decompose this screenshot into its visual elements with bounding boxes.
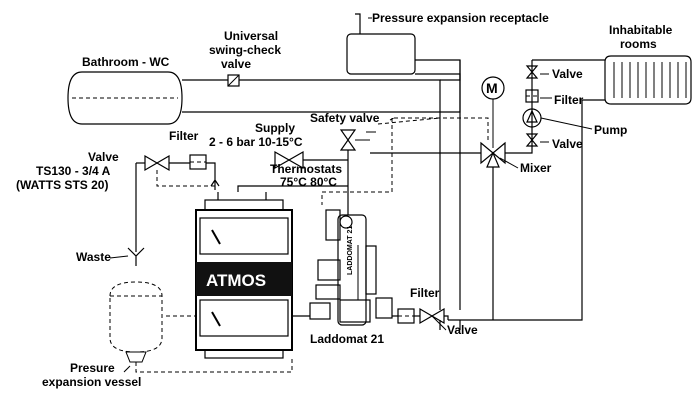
mixer-motor: M xyxy=(481,76,505,148)
supply-label-2: 2 - 6 bar 10-15°C xyxy=(209,135,303,149)
laddomat-21 xyxy=(309,209,393,326)
pump-label: Pump xyxy=(594,123,627,137)
filter-left-label: Filter xyxy=(169,129,199,143)
motor-symbol: M xyxy=(486,80,498,96)
filter-right xyxy=(525,89,539,103)
bathroom-wc-tank xyxy=(67,71,183,125)
laddomat-label: Laddomat 21 xyxy=(310,332,384,346)
valve-top-label: Valve xyxy=(552,67,583,81)
valve-left-label-1: Valve xyxy=(88,150,119,164)
universal-valve-label-3: valve xyxy=(221,57,251,71)
valve-right xyxy=(525,133,539,147)
valve-top-right xyxy=(525,65,539,79)
bathroom-label: Bathroom - WC xyxy=(82,55,170,69)
filter-bottom xyxy=(397,308,415,324)
thermostats-label-1: Thermostats xyxy=(270,162,342,176)
pressure-receptacle-label: Pressure expansion receptacle xyxy=(372,11,549,25)
expansion-vessel-label-2: expansion vessel xyxy=(42,375,141,389)
laddomat-body-text: LADDOMAT 21 xyxy=(347,226,354,275)
pressure-expansion-receptacle xyxy=(346,13,416,75)
swing-check-valve xyxy=(227,74,240,87)
universal-valve-label-1: Universal xyxy=(224,29,278,43)
mixer-label: Mixer xyxy=(520,161,552,175)
safety-valve xyxy=(339,129,376,151)
valve-left-label-2: TS130 - 3/4 A xyxy=(36,164,111,178)
valve-bottom-label: Valve xyxy=(447,323,478,337)
valve-left-label-3: (WATTS STS 20) xyxy=(16,178,108,192)
valve-right-label: Valve xyxy=(552,137,583,151)
filter-bottom-label: Filter xyxy=(410,286,440,300)
filter-left xyxy=(189,154,207,170)
expansion-vessel-label-1: Presure xyxy=(70,361,115,375)
expansion-vessel xyxy=(109,281,163,363)
universal-valve-label-2: swing-check xyxy=(209,43,281,57)
waste-label: Waste xyxy=(76,250,111,264)
supply-label-1: Supply xyxy=(255,121,295,135)
radiator xyxy=(604,55,692,105)
valve-ts130 xyxy=(144,154,170,172)
filter-right-label: Filter xyxy=(554,93,584,107)
thermostats-label-2: 75°C 80°C xyxy=(280,175,337,189)
atmos-brand: ATMOS xyxy=(206,271,266,290)
atmos-boiler xyxy=(195,192,293,359)
inhabitable-rooms-label-2: rooms xyxy=(620,37,657,51)
safety-valve-label: Safety valve xyxy=(310,111,380,125)
inhabitable-rooms-label-1: Inhabitable xyxy=(609,23,673,37)
